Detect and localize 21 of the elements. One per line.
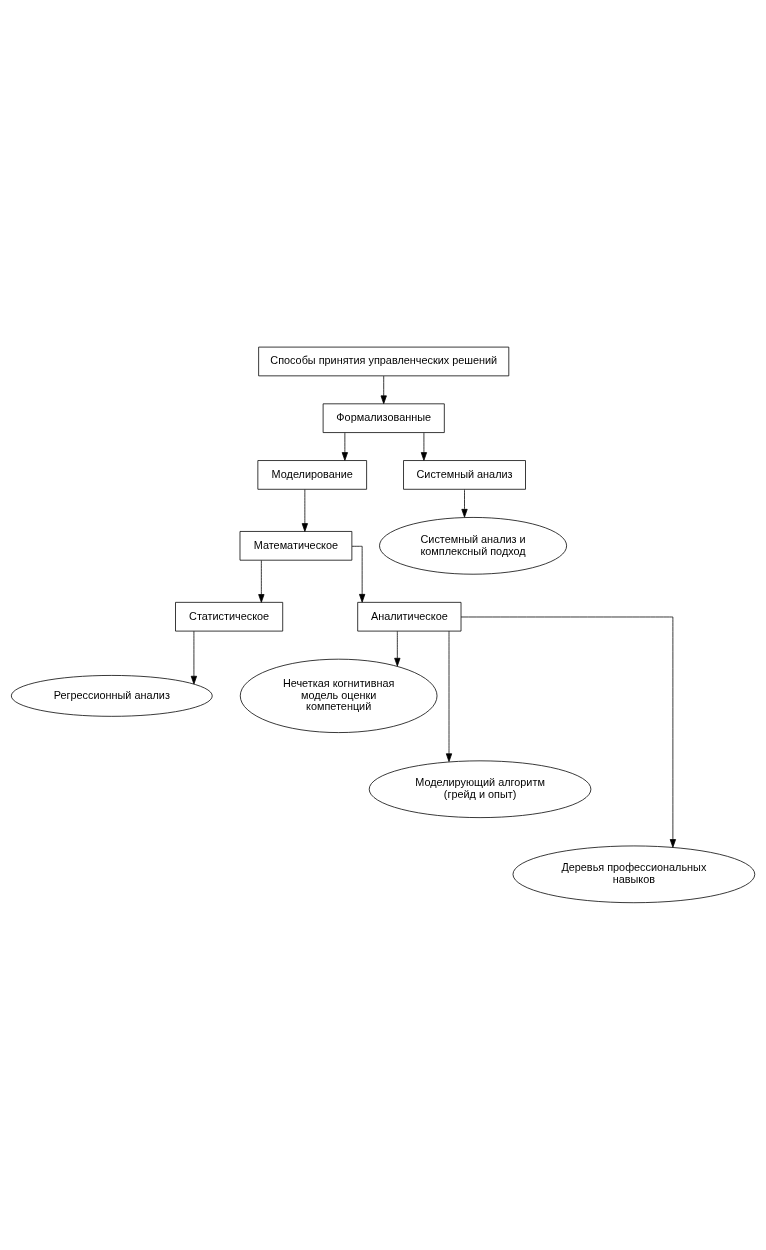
arrow xyxy=(351,545,366,603)
node-box: Статистическое xyxy=(175,601,284,632)
node-box: Математическое xyxy=(239,531,353,561)
node-box: Моделирование xyxy=(257,460,367,490)
node-box: Системный анализ xyxy=(403,460,526,490)
arrow xyxy=(394,630,401,667)
node-box: Формализованные xyxy=(322,403,445,433)
arrow xyxy=(461,489,468,518)
arrow xyxy=(420,432,428,461)
node-box: Аналитическое xyxy=(357,601,462,632)
arrow xyxy=(445,630,453,762)
node-box: Способы принятия управленческих решений xyxy=(258,346,510,377)
arrow xyxy=(341,432,348,461)
arrow xyxy=(460,616,676,848)
arrow xyxy=(380,375,387,405)
arrow xyxy=(190,630,197,685)
node-ellipse: Системный анализ и комплексный подход xyxy=(379,517,567,575)
node-ellipse: Моделирующий алгоритм (грейд и опыт) xyxy=(368,760,592,818)
node-ellipse: Деревья профессиональных навыков xyxy=(512,845,756,904)
arrow xyxy=(301,489,308,532)
arrow xyxy=(258,560,265,603)
